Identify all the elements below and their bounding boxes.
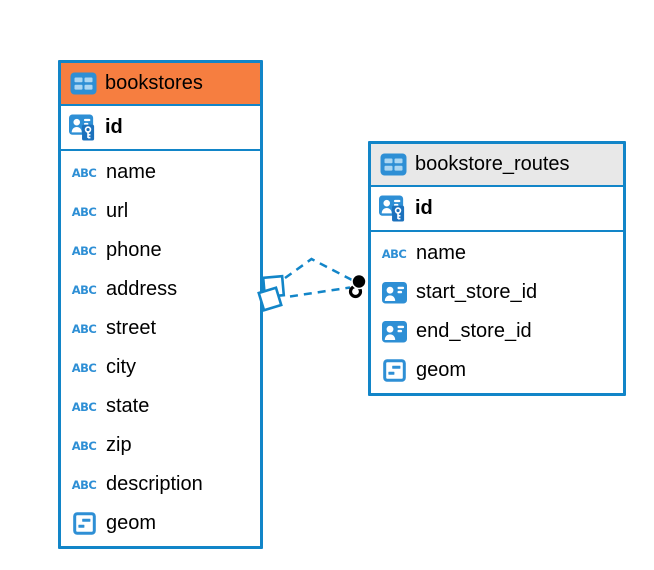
column-name: address xyxy=(106,278,178,300)
table-title: bookstores xyxy=(105,72,203,94)
column-row[interactable]: ABC url xyxy=(61,192,260,231)
column-name: phone xyxy=(106,239,162,261)
text-type-icon: ABC xyxy=(381,246,407,261)
column-row-pk[interactable]: id xyxy=(61,106,260,151)
column-name: geom xyxy=(416,359,467,381)
column-row[interactable]: geom xyxy=(61,504,260,543)
column-row[interactable]: ABC zip xyxy=(61,426,260,465)
primary-key-name: id xyxy=(415,197,433,219)
column-row-pk[interactable]: id xyxy=(371,187,623,232)
text-type-icon: ABC xyxy=(71,165,97,180)
column-row[interactable]: ABC name xyxy=(61,153,260,192)
column-row[interactable]: ABC city xyxy=(61,348,260,387)
table-title: bookstore_routes xyxy=(415,153,570,175)
text-type-icon: ABC xyxy=(71,282,97,297)
column-row[interactable]: ABC street xyxy=(61,309,260,348)
column-name: zip xyxy=(106,434,132,456)
column-row[interactable]: ABC address xyxy=(61,270,260,309)
column-name: description xyxy=(106,473,203,495)
column-row[interactable]: ABC description xyxy=(61,465,260,504)
table-node-bookstores[interactable]: bookstores id ABC name ABC ur xyxy=(58,60,263,549)
column-row[interactable]: start_store_id xyxy=(371,273,623,312)
reference-id-icon xyxy=(380,281,408,304)
column-list: ABC name ABC url ABC phone ABC address A… xyxy=(61,151,260,546)
text-type-icon: ABC xyxy=(71,321,97,336)
text-type-icon: ABC xyxy=(71,399,97,414)
column-row[interactable]: end_store_id xyxy=(371,312,623,351)
table-grid-icon xyxy=(69,72,97,95)
text-type-icon: ABC xyxy=(71,204,97,219)
column-name: street xyxy=(106,317,157,339)
column-name: city xyxy=(106,356,136,378)
geometry-type-icon xyxy=(70,512,98,535)
text-type-icon: ABC xyxy=(71,243,97,258)
column-name: state xyxy=(106,395,150,417)
column-name: start_store_id xyxy=(416,281,538,303)
column-row[interactable]: geom xyxy=(371,351,623,390)
relationship-endpoint-dot xyxy=(348,273,367,299)
table-header-bookstore-routes[interactable]: bookstore_routes xyxy=(371,144,623,187)
table-grid-icon xyxy=(379,153,407,176)
relationship-line-lower[interactable] xyxy=(289,286,351,298)
column-name: name xyxy=(106,161,157,183)
column-name: geom xyxy=(106,512,157,534)
column-row[interactable]: ABC phone xyxy=(61,231,260,270)
primary-key-icon xyxy=(379,194,407,223)
primary-key-icon xyxy=(69,113,97,142)
table-node-bookstore-routes[interactable]: bookstore_routes id ABC name xyxy=(368,141,626,396)
text-type-icon: ABC xyxy=(71,438,97,453)
primary-key-name: id xyxy=(105,116,123,138)
column-list: ABC name start_store_id xyxy=(371,232,623,393)
geometry-type-icon xyxy=(380,359,408,382)
reference-id-icon xyxy=(380,320,408,343)
column-row[interactable]: ABC name xyxy=(371,234,623,273)
column-row[interactable]: ABC state xyxy=(61,387,260,426)
column-name: url xyxy=(106,200,129,222)
table-header-bookstores[interactable]: bookstores xyxy=(61,63,260,106)
column-name: name xyxy=(416,242,467,264)
text-type-icon: ABC xyxy=(71,360,97,375)
text-type-icon: ABC xyxy=(71,477,97,492)
column-name: end_store_id xyxy=(416,320,532,342)
relationship-line-upper[interactable] xyxy=(284,257,353,282)
